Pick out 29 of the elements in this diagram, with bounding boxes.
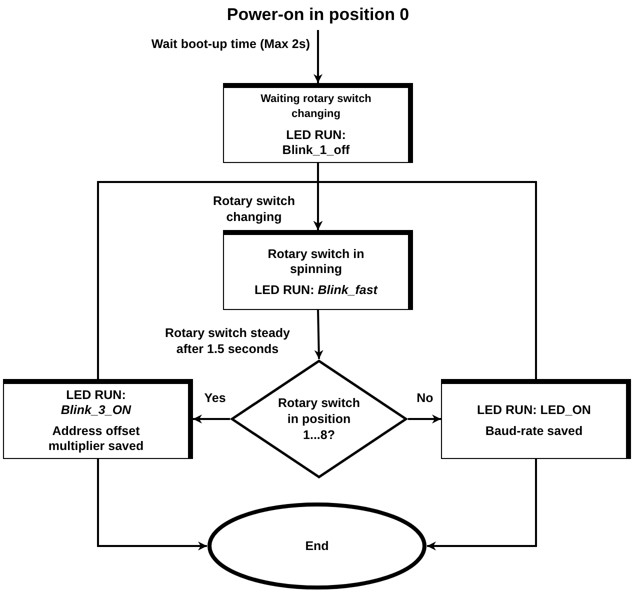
process-box xyxy=(441,379,631,459)
edge-label: Rotary switch steady after 1.5 seconds xyxy=(164,325,292,357)
arrow xyxy=(314,310,324,360)
box-text: LED RUN: LED_ON xyxy=(477,403,591,418)
node-text: Rotary switch in position 1...8? xyxy=(277,395,361,443)
box-text: Rotary switch in spinning xyxy=(266,246,366,276)
node-text: End xyxy=(305,538,329,554)
edge-label: No xyxy=(416,390,434,406)
box-text: LED RUN: Blink_fast xyxy=(254,282,378,298)
arrow xyxy=(314,30,322,83)
box-text: Baud-rate saved xyxy=(485,424,583,439)
arrow xyxy=(408,414,441,424)
process-box xyxy=(3,379,193,459)
edge-label: Yes xyxy=(203,390,227,406)
process-box xyxy=(223,83,413,163)
edge-label: Rotary switch changing xyxy=(212,193,296,225)
start-label: Power-on in position 0 xyxy=(160,4,476,30)
decision-diamond xyxy=(230,359,408,479)
box-text: Waiting rotary switch changing xyxy=(260,92,372,122)
box-text: Address offset multiplier saved xyxy=(47,424,145,454)
box-text: LED RUN: Blink_3_ON xyxy=(60,388,132,418)
box-text: LED RUN: Blink_1_off xyxy=(281,128,351,158)
edge-label: Wait boot-up time (Max 2s) xyxy=(150,36,310,52)
end-ellipse xyxy=(207,502,427,590)
arrow xyxy=(427,459,537,550)
arrow xyxy=(314,181,537,379)
process-box xyxy=(223,230,413,310)
arrow xyxy=(193,414,230,424)
arrow xyxy=(97,459,207,550)
